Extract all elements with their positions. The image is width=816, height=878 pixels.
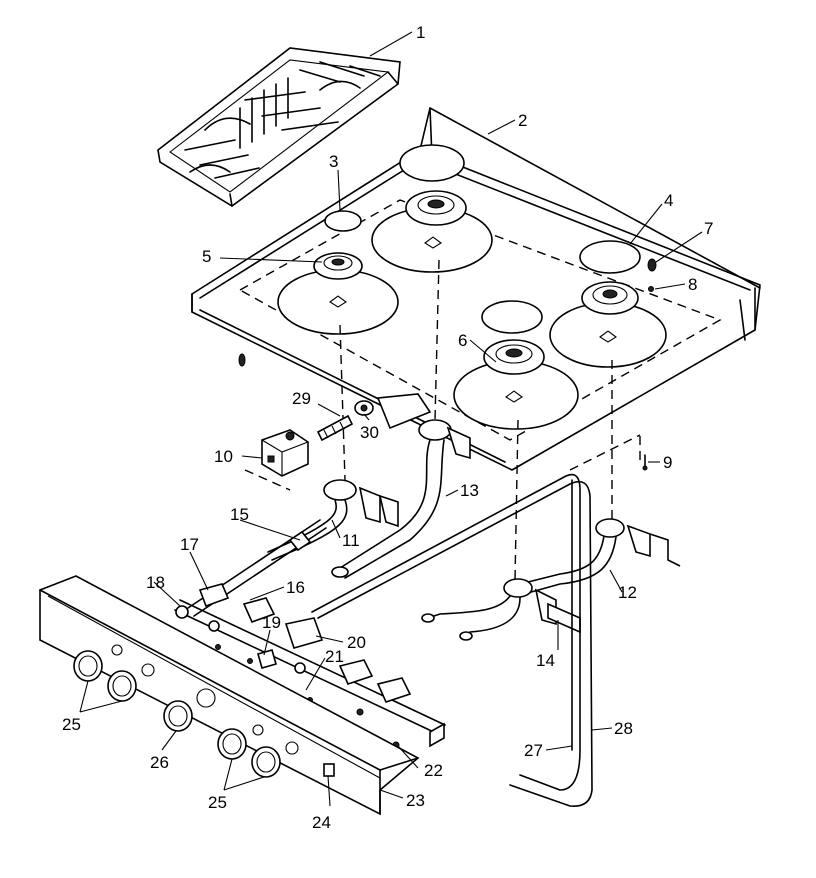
callout-19: 19	[262, 613, 281, 632]
callout-25b: 25	[208, 793, 227, 812]
callout-22: 22	[424, 761, 443, 780]
left-rear-burner	[371, 144, 493, 273]
cooktop-pin	[238, 353, 246, 367]
knob-25a	[73, 650, 103, 682]
callout-21: 21	[325, 647, 344, 666]
callout-13: 13	[460, 481, 479, 500]
callout-27: 27	[524, 741, 543, 760]
burner-tube-11	[267, 479, 399, 561]
callout-18: 18	[146, 573, 165, 592]
callout-7: 7	[704, 219, 713, 238]
right-rear-burner	[549, 240, 667, 368]
callout-8: 8	[688, 275, 697, 294]
callout-3: 3	[329, 152, 338, 171]
callout-12: 12	[618, 583, 637, 602]
regulator-valve	[261, 429, 309, 477]
callout-29: 29	[292, 389, 311, 408]
callout-5: 5	[202, 247, 211, 266]
knob-25d	[251, 746, 281, 778]
gas-supply-line	[311, 473, 593, 807]
callout-6: 6	[458, 331, 467, 350]
callout-28: 28	[614, 719, 633, 738]
callout-16: 16	[286, 578, 305, 597]
callout-14: 14	[536, 651, 555, 670]
callout-9: 9	[663, 453, 672, 472]
manifold-assembly	[174, 583, 446, 749]
screw-9	[642, 454, 648, 471]
knob-26	[163, 700, 193, 732]
knob-25c	[217, 728, 247, 760]
callout-23: 23	[406, 791, 425, 810]
orifice-30	[354, 400, 374, 416]
burner-tube-14	[421, 578, 581, 641]
callout-24: 24	[312, 813, 331, 832]
burner-grate	[157, 47, 401, 207]
callout-20: 20	[347, 633, 366, 652]
callout-11: 11	[342, 531, 360, 550]
burner-tube-12	[519, 518, 681, 595]
screw-7	[647, 258, 657, 272]
screw-8	[648, 286, 654, 292]
right-front-burner	[453, 300, 579, 430]
callout-26: 26	[150, 753, 169, 772]
callout-17: 17	[180, 535, 199, 554]
shield-bracket	[376, 393, 432, 430]
callout-2: 2	[518, 111, 527, 130]
callout-30: 30	[360, 423, 379, 442]
control-panel	[39, 575, 420, 816]
callout-15: 15	[230, 505, 249, 524]
burner-tube-13	[331, 419, 471, 579]
orifice-spud-29	[316, 414, 354, 442]
knob-25b	[107, 670, 137, 702]
callout-25a: 25	[62, 715, 81, 734]
callout-1: 1	[416, 23, 425, 42]
leader-lines	[79, 31, 703, 807]
left-front-burner	[277, 210, 399, 335]
callout-4: 4	[664, 191, 673, 210]
callout-10: 10	[214, 447, 233, 466]
assembly-lines	[244, 259, 641, 581]
